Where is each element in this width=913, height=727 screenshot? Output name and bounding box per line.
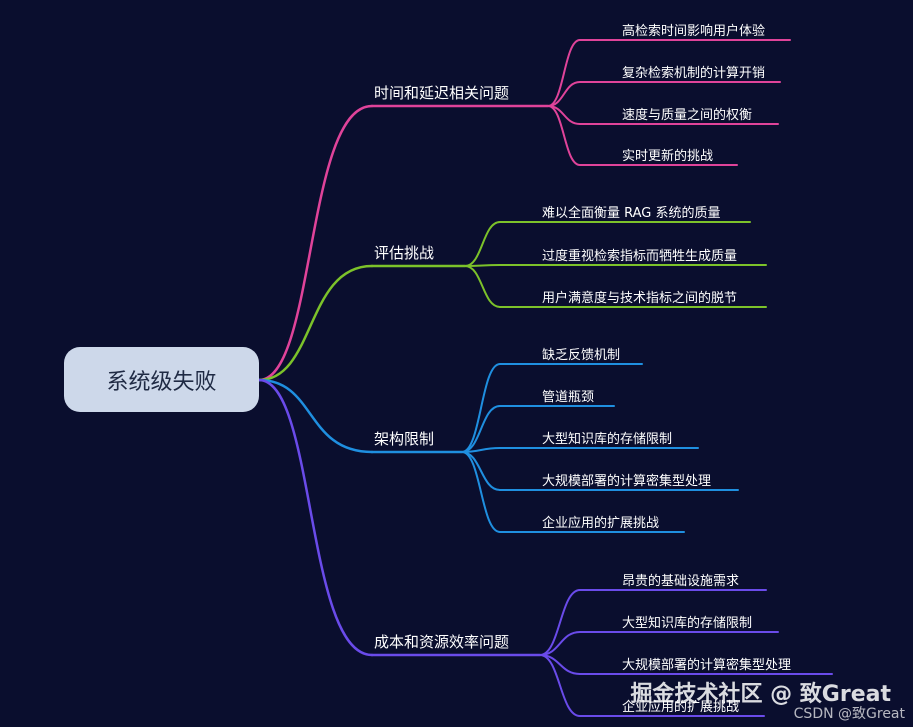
leaf-label: 大规模部署的计算密集型处理 [622, 658, 792, 673]
leaf-connector [461, 451, 501, 491]
leaf-label: 企业应用的扩展挑战 [622, 700, 740, 715]
leaf-label: 大型知识库的存储限制 [622, 616, 753, 631]
branch-connector [257, 378, 374, 454]
leaf-connector [461, 405, 501, 453]
leaf-label: 昂贵的基础设施需求 [622, 574, 740, 589]
branch-connector [257, 264, 374, 382]
leaf-connector [464, 221, 501, 267]
leaf-label: 高检索时间影响用户体验 [622, 24, 766, 39]
leaf-connector [547, 105, 581, 166]
leaf-connector [464, 264, 501, 267]
branch-label: 评估挑战 [374, 244, 435, 262]
leaf-connector [547, 81, 581, 107]
leaf-connector [461, 363, 501, 453]
leaf-label: 过度重视检索指标而牺牲生成质量 [542, 249, 738, 264]
leaf-label: 缺乏反馈机制 [542, 348, 621, 363]
leaf-label: 企业应用的扩展挑战 [542, 516, 660, 531]
leaf-label: 大规模部署的计算密集型处理 [542, 474, 712, 489]
leaf-connector [539, 631, 581, 656]
leaf-label: 复杂检索机制的计算开销 [622, 66, 766, 81]
root-node: 系统级失败 [64, 347, 259, 412]
leaf-label: 实时更新的挑战 [622, 149, 714, 164]
branch-connector [257, 378, 374, 657]
branch-connector [257, 104, 374, 382]
leaf-connector [539, 589, 581, 656]
branch-label: 成本和资源效率问题 [374, 633, 510, 651]
watermark-juejin: 掘金技术社区 @ 致Great [630, 682, 891, 707]
leaf-connector [547, 39, 581, 107]
branch-label: 架构限制 [374, 430, 435, 448]
branch-label: 时间和延迟相关问题 [374, 84, 510, 102]
leaf-label: 用户满意度与技术指标之间的脱节 [542, 291, 738, 306]
leaf-label: 速度与质量之间的权衡 [622, 108, 753, 123]
root-label: 系统级失败 [106, 369, 217, 395]
leaf-label: 管道瓶颈 [542, 390, 595, 405]
leaf-label: 大型知识库的存储限制 [542, 432, 673, 447]
watermark-csdn: CSDN @致Great [793, 706, 905, 722]
leaf-connector [539, 654, 581, 717]
leaf-connector [461, 451, 501, 533]
leaf-connector [464, 265, 501, 308]
leaf-label: 难以全面衡量 RAG 系统的质量 [542, 206, 721, 221]
